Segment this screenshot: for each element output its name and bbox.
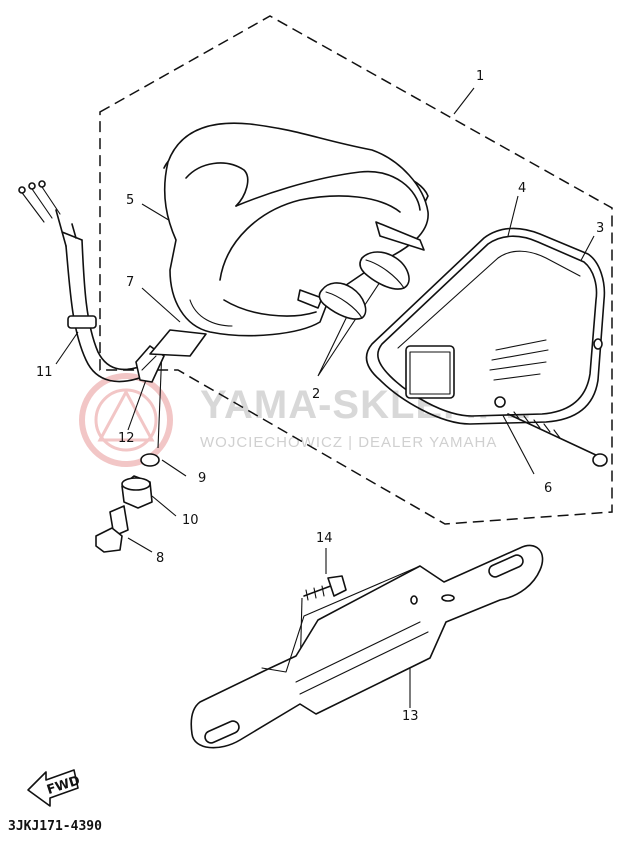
collar bbox=[121, 475, 153, 509]
assembly-boundary bbox=[99, 15, 613, 525]
label-4: 4 bbox=[518, 181, 526, 196]
label-6: 6 bbox=[544, 481, 552, 496]
watermark-logo bbox=[79, 373, 173, 467]
fwd-label: FWD bbox=[45, 773, 82, 798]
label-13: 13 bbox=[402, 709, 419, 724]
bolt-8 bbox=[95, 505, 129, 553]
leader-lines bbox=[55, 87, 595, 708]
bulbs bbox=[318, 251, 410, 320]
fwd-arrow-icon bbox=[27, 769, 79, 807]
tail-light-body bbox=[149, 122, 429, 357]
label-3: 3 bbox=[596, 221, 604, 236]
lens-assembly bbox=[365, 227, 606, 425]
label-2: 2 bbox=[312, 387, 320, 402]
fwd-arrow: FWD bbox=[27, 769, 82, 807]
label-12: 12 bbox=[118, 431, 135, 446]
label-8: 8 bbox=[156, 551, 164, 566]
label-14: 14 bbox=[316, 531, 333, 546]
label-7: 7 bbox=[126, 275, 134, 290]
part-labels: 1 2 3 4 5 6 7 8 9 10 11 12 13 14 bbox=[36, 69, 604, 724]
label-5: 5 bbox=[126, 193, 134, 208]
reflector bbox=[405, 345, 455, 399]
wire-harness bbox=[18, 180, 153, 383]
diagram-code: 3JKJ171-4390 bbox=[8, 819, 102, 834]
bolt-14 bbox=[303, 575, 347, 601]
screw-6 bbox=[507, 411, 608, 467]
label-10: 10 bbox=[182, 513, 199, 528]
label-1: 1 bbox=[476, 69, 484, 84]
label-11: 11 bbox=[36, 365, 53, 380]
lens-gasket bbox=[365, 227, 606, 425]
label-9: 9 bbox=[198, 471, 206, 486]
washer bbox=[140, 453, 160, 467]
watermark-sub-text: WOJCIECHOWICZ | DEALER YAMAHA bbox=[200, 434, 497, 451]
license-bracket bbox=[190, 544, 544, 749]
